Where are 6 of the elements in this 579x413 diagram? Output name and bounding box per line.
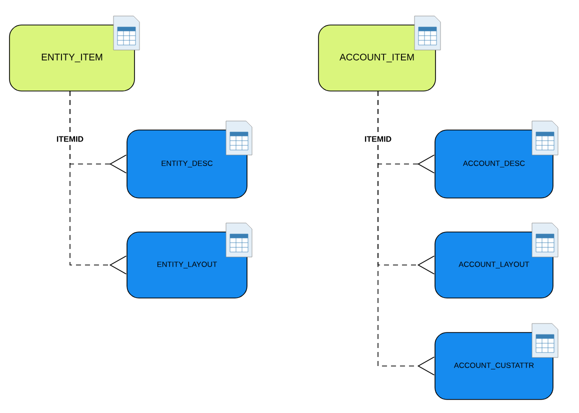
- edge-label: ITEMID: [55, 135, 85, 143]
- connector: [70, 90, 127, 274]
- entity-box: ACCOUNT_ITEM: [318, 24, 436, 92]
- entity-box: ENTITY_ITEM: [9, 24, 135, 92]
- edge-label: ITEMID: [363, 135, 393, 143]
- connector: [378, 90, 435, 376]
